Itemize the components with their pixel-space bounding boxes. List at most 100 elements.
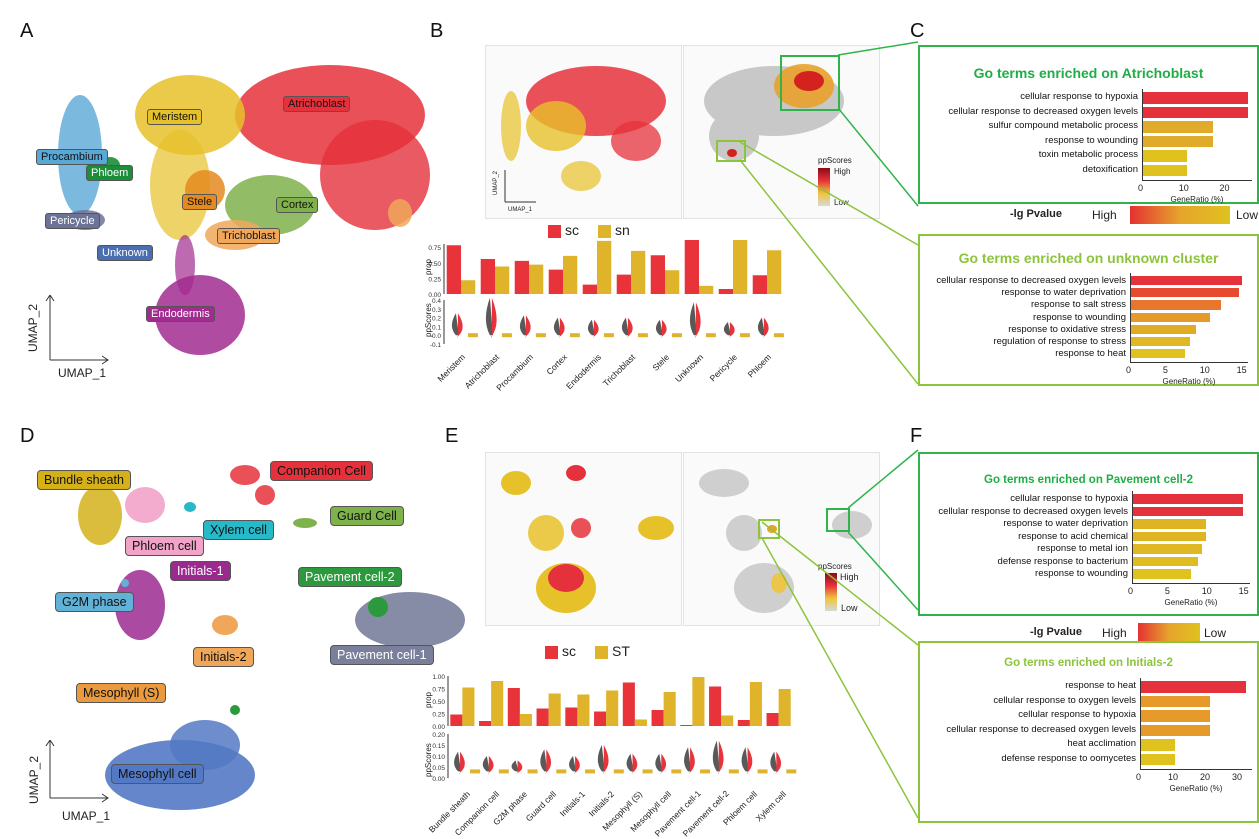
prop-bar-sc <box>514 260 529 294</box>
cluster-xylem-cell: Xylem cell <box>203 520 274 540</box>
go-bar <box>1130 300 1222 310</box>
go-tick-label: 10 <box>1168 772 1179 782</box>
pp-violin-half <box>592 319 599 338</box>
b-legend-sn-swatch <box>598 225 611 238</box>
go-term: response to metal ion <box>1037 543 1128 554</box>
prop-bar-ST <box>548 693 561 726</box>
go-term: regulation of response to stress <box>993 336 1126 347</box>
pp-violin-sc <box>587 319 595 336</box>
c-legend-title: -lg Pvalue <box>1010 208 1062 220</box>
panel-label-f: F <box>910 425 923 447</box>
go-bar <box>1142 150 1187 162</box>
pp-violin-other <box>603 333 614 338</box>
e-legend-st: ST <box>612 643 630 659</box>
f-legend-low: Low <box>1204 626 1227 640</box>
pp-violin-other <box>700 769 711 774</box>
cluster-bundle-sheath: Bundle sheath <box>37 470 131 490</box>
go-term: detoxification <box>1082 163 1138 175</box>
prop-tick-label: 0.75 <box>432 687 445 694</box>
prop-bar-ST <box>692 677 705 726</box>
b-score-high: High <box>834 167 851 176</box>
pp-violin-half <box>490 297 497 338</box>
prop-bar-sc <box>718 289 733 294</box>
prop-bar-sn <box>631 250 646 294</box>
b-legend-sc-swatch <box>548 225 561 238</box>
umap-a-axes <box>45 295 109 365</box>
cluster-trichoblast: Trichoblast <box>217 228 281 244</box>
prop-bar-sc <box>752 275 767 294</box>
go-tick-label: 10 <box>1178 183 1189 193</box>
c-legend-low: Low <box>1236 208 1259 222</box>
f-legend-title: -lg Pvalue <box>1030 626 1082 638</box>
b-prop-ylabel: prop <box>424 258 433 275</box>
pp-violin-other <box>527 769 538 774</box>
go-y-axis <box>1140 678 1141 769</box>
go-term: cellular response to hypoxia <box>1018 709 1136 720</box>
b-score-low: Low <box>834 198 849 207</box>
go-x-label: GeneRatio (%) <box>1164 597 1218 607</box>
cluster-initials-1: Initials-1 <box>170 561 231 581</box>
prop-bar-sn <box>699 285 714 294</box>
pp-violin-half <box>728 322 735 338</box>
b-legend-sn: sn <box>615 222 630 238</box>
pp-violin-half <box>631 753 638 774</box>
prop-bar-sc <box>622 682 635 726</box>
go-term: cellular response to oxygen levels <box>993 694 1136 706</box>
pp-tick-label: 0.0 <box>432 333 441 340</box>
go-x-label: GeneRatio (%) <box>1169 784 1223 793</box>
go-term: response to acid chemical <box>1018 530 1128 542</box>
go-bar <box>1142 92 1248 104</box>
go-bar <box>1130 349 1185 359</box>
pp-violin-half <box>689 747 695 774</box>
go-bar <box>1140 724 1211 736</box>
prop-bar-sc <box>507 688 520 726</box>
f-go-box-pavement: Go terms enriched on Pavement cell-2 cel… <box>918 452 1259 616</box>
cluster-pavement-cell-2: Pavement cell-2 <box>298 567 402 587</box>
b-score-title: ppScores <box>818 156 852 165</box>
pp-violin-other <box>637 333 648 338</box>
go-term: sulfur compound metabolic process <box>988 120 1138 131</box>
cluster-mesophyll-s: Mesophyll (S) <box>76 683 167 703</box>
cluster-stele: Stele <box>182 194 218 210</box>
go-tick-label: 10 <box>1201 585 1212 596</box>
prop-bar-ST <box>663 692 676 726</box>
cluster-phloem: Phloem <box>86 165 134 181</box>
go-bar <box>1142 106 1248 118</box>
prop-tick-label: 0.25 <box>428 276 441 283</box>
pp-tick-label: 0.2 <box>432 316 441 323</box>
e-score-low: Low <box>841 603 858 613</box>
cluster-phloem-cell: Phloem cell <box>125 536 204 556</box>
umap-b-sc <box>485 45 682 219</box>
cluster-guard-cell: Guard Cell <box>330 506 404 526</box>
cluster-companion-cell: Companion Cell <box>270 461 373 481</box>
e-legend-sc: sc <box>562 643 576 659</box>
cluster-cortex: Cortex <box>276 197 319 213</box>
go-bar <box>1130 324 1196 334</box>
go-term: heat acclimation <box>1067 738 1136 749</box>
cluster-meristem: Meristem <box>147 109 203 125</box>
pp-violin-other <box>671 769 682 774</box>
go-y-axis <box>1130 273 1131 363</box>
cluster-atrichoblast: Atrichoblast <box>283 96 351 112</box>
pp-violin-sc <box>689 302 697 336</box>
go-tick-label: 20 <box>1219 183 1230 193</box>
go-bar <box>1132 519 1206 529</box>
prop-bar-sc <box>446 245 461 294</box>
pp-violin-other <box>556 769 567 774</box>
prop-bar-ST <box>606 690 619 726</box>
go-bar <box>1132 494 1243 504</box>
prop-bar-ST <box>491 681 504 726</box>
c-legend-gradient <box>1130 206 1230 224</box>
f-connector-top <box>848 449 919 611</box>
go-bar <box>1142 121 1214 133</box>
b-pp-ylabel: ppScores <box>424 303 433 337</box>
pp-violin-other <box>585 769 596 774</box>
prop-bar-ST <box>577 694 590 726</box>
go-term: response to oxidative stress <box>1008 323 1126 335</box>
go-bar <box>1132 569 1191 579</box>
go-term: response to salt stress <box>1030 299 1126 311</box>
go-bar <box>1142 135 1214 147</box>
go-tick-label: 0 <box>1136 772 1142 782</box>
prop-tick-label: 0.50 <box>432 699 445 706</box>
umap-a-xlabel: UMAP_1 <box>58 366 107 380</box>
